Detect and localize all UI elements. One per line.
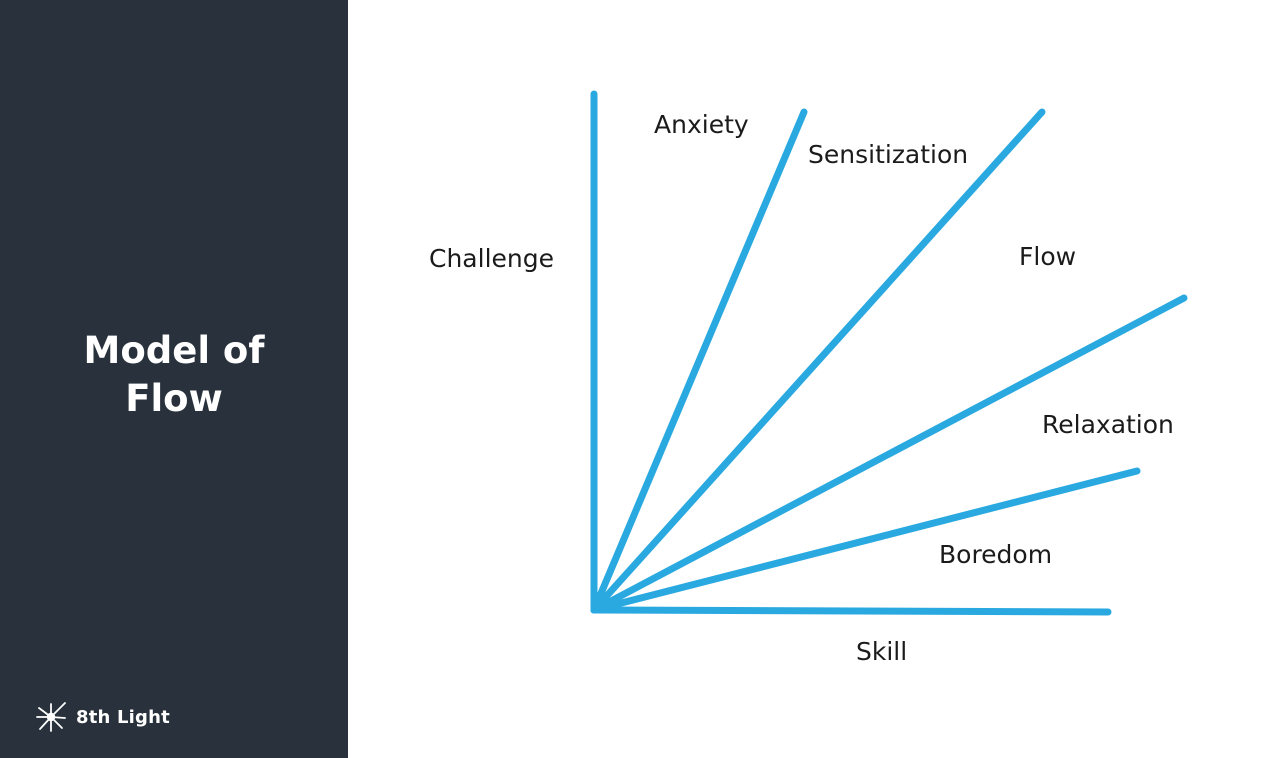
slide-title-line-2: Flow <box>125 377 223 420</box>
company-logo: 8th Light <box>34 700 170 734</box>
company-name: 8th Light <box>76 706 170 728</box>
flow-diagram: Challenge Skill Anxiety Sensitization Fl… <box>348 0 1284 758</box>
anxiety-zone-label: Anxiety <box>654 110 749 139</box>
flow-upper-boundary-line <box>590 108 1046 614</box>
sidebar: Model of Flow 8th Light <box>0 0 348 758</box>
boredom-boundary-line <box>590 467 1141 614</box>
boredom-zone-label: Boredom <box>939 540 1053 569</box>
relaxation-zone-label: Relaxation <box>1042 410 1174 439</box>
sensitization-zone-label: Sensitization <box>808 140 969 169</box>
flow-diagram-lines <box>590 90 1188 616</box>
anxiety-boundary-line <box>590 108 808 614</box>
flow-zone-label: Flow <box>1019 242 1077 271</box>
skill-axis <box>590 606 1112 616</box>
slide-title-line-1: Model of <box>83 329 265 372</box>
starburst-icon <box>36 702 66 732</box>
flow-lower-boundary-line <box>590 294 1188 614</box>
skill-axis-label: Skill <box>856 637 908 666</box>
slide-title: Model of Flow <box>0 327 348 423</box>
challenge-axis-label: Challenge <box>429 244 554 273</box>
